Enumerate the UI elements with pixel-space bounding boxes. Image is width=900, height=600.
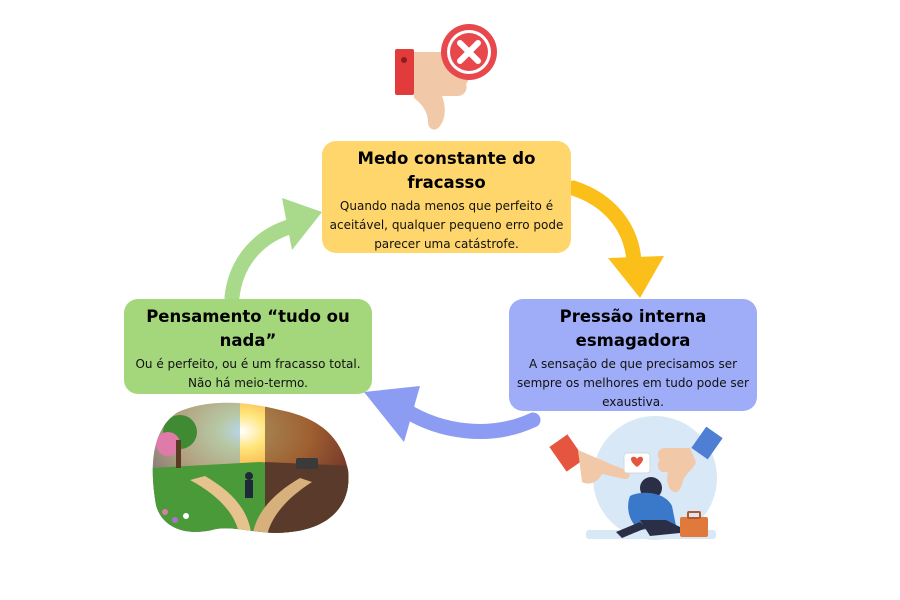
arrow-top-to-right [565, 180, 664, 298]
cycle-box-fear-of-failure: Medo constante do fracasso Quando nada m… [322, 141, 571, 253]
arrow-right-to-left [364, 386, 541, 442]
arrow-left-to-top [224, 198, 322, 305]
box-title: Pressão interna esmagadora [559, 307, 707, 350]
thumbs-down-hand-icon [657, 426, 723, 493]
box-text: Quando nada menos que perfeito é aceitáv… [329, 199, 564, 251]
box-text: Ou é perfeito, ou é um fracasso total. N… [135, 357, 361, 390]
pointing-hand-icon [549, 434, 630, 484]
box-title: Medo constante do fracasso [357, 149, 536, 192]
cycle-box-all-or-nothing: Pensamento “tudo ou nada” Ou é perfeito,… [124, 299, 372, 394]
cycle-box-internal-pressure: Pressão interna esmagadora A sensação de… [509, 299, 757, 411]
box-text: A sensação de que precisamos ser sempre … [516, 357, 749, 409]
box-title: Pensamento “tudo ou nada” [146, 307, 350, 350]
